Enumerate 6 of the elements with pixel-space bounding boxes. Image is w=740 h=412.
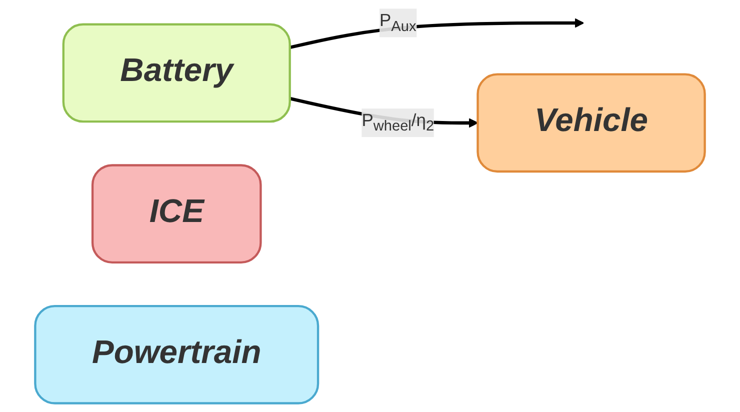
edge-label: P$_{wheel}$/η$_{2}$ [362,112,434,134]
node-box: Powertrain [34,305,320,404]
node-box: Battery [62,23,291,123]
node-box: Vehicle [476,73,706,173]
edge-label: P$_{Aux}$ [380,12,416,34]
node-box: ICE [91,164,262,264]
